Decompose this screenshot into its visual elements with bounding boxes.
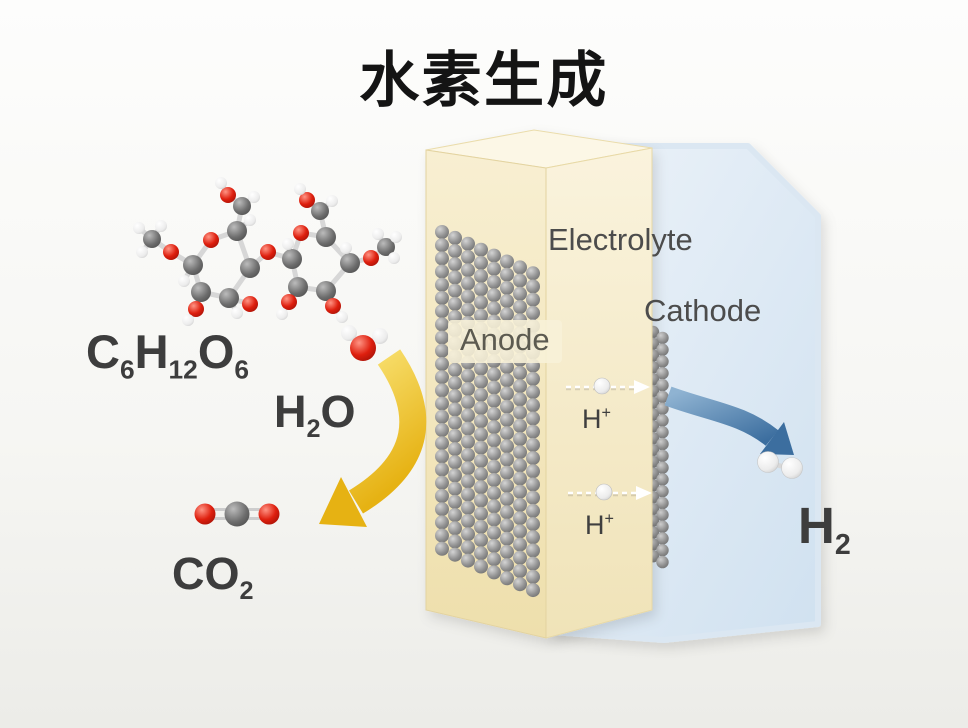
proton-label-2: H+ bbox=[585, 510, 614, 540]
proton-arrow-1 bbox=[566, 377, 650, 395]
conversion-arrow bbox=[319, 349, 427, 527]
glucose-molecule bbox=[133, 177, 402, 326]
h2-molecule bbox=[757, 451, 803, 479]
electrolyte-label: Electrolyte bbox=[548, 222, 693, 257]
glucose-formula-label: C6H12O6 bbox=[86, 325, 250, 385]
proton-label-1: H+ bbox=[582, 404, 611, 434]
hydrogen-output-arrow bbox=[664, 386, 794, 455]
co2-molecule bbox=[194, 501, 280, 527]
water-formula-label: H2O bbox=[274, 386, 356, 443]
cathode-label: Cathode bbox=[644, 293, 762, 328]
water-molecule bbox=[341, 325, 388, 361]
proton-arrow-2 bbox=[568, 483, 652, 501]
anode-catalyst-spheres bbox=[435, 225, 540, 598]
page-title: 水素生成 bbox=[359, 47, 609, 114]
co2-formula-label: CO2 bbox=[172, 548, 254, 605]
h2-formula-label: H2 bbox=[798, 497, 851, 562]
anode-label: Anode bbox=[448, 320, 562, 363]
